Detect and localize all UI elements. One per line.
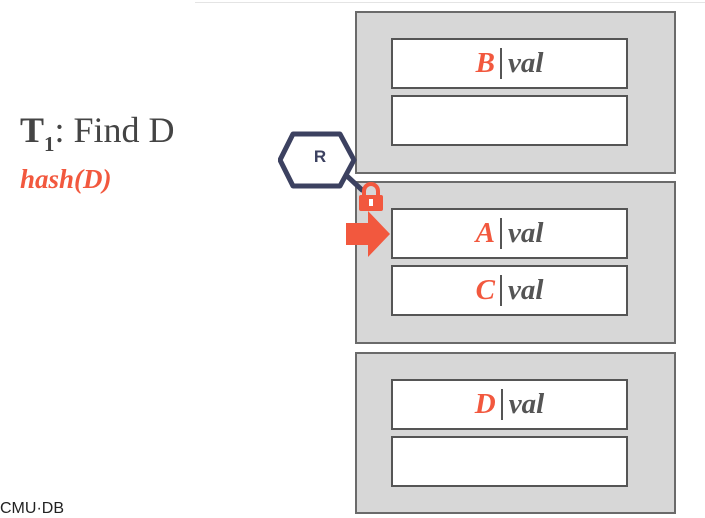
thread-subscript: 1 — [44, 132, 55, 156]
slot-value: val — [507, 274, 544, 306]
slot-value: val — [507, 47, 544, 79]
arrow-right-icon — [346, 211, 390, 257]
hexagon-latch-icon — [278, 131, 365, 193]
slot-divider — [500, 389, 503, 420]
slot-key: A — [475, 217, 495, 249]
thread-title: T1: Find D — [20, 110, 175, 155]
thread-operation: : Find D — [54, 110, 175, 150]
slot-key: B — [475, 47, 495, 79]
thread-name: T — [20, 110, 45, 150]
latch-mode-label: R — [313, 147, 327, 166]
slot-divider — [499, 48, 502, 79]
slot-empty — [391, 95, 628, 146]
slot-divider — [499, 218, 502, 249]
slot-key: C — [475, 274, 495, 306]
padlock-icon — [359, 182, 383, 211]
slot-empty — [391, 436, 628, 487]
cmu-db-logo: CMU·DB — [0, 500, 64, 517]
hash-function-label: hash(D) — [20, 164, 112, 194]
top-rule — [195, 2, 705, 3]
slot-value: val — [507, 217, 544, 249]
slot-key: D — [474, 388, 496, 420]
slot-divider — [499, 275, 502, 306]
slot-value: val — [508, 388, 545, 420]
